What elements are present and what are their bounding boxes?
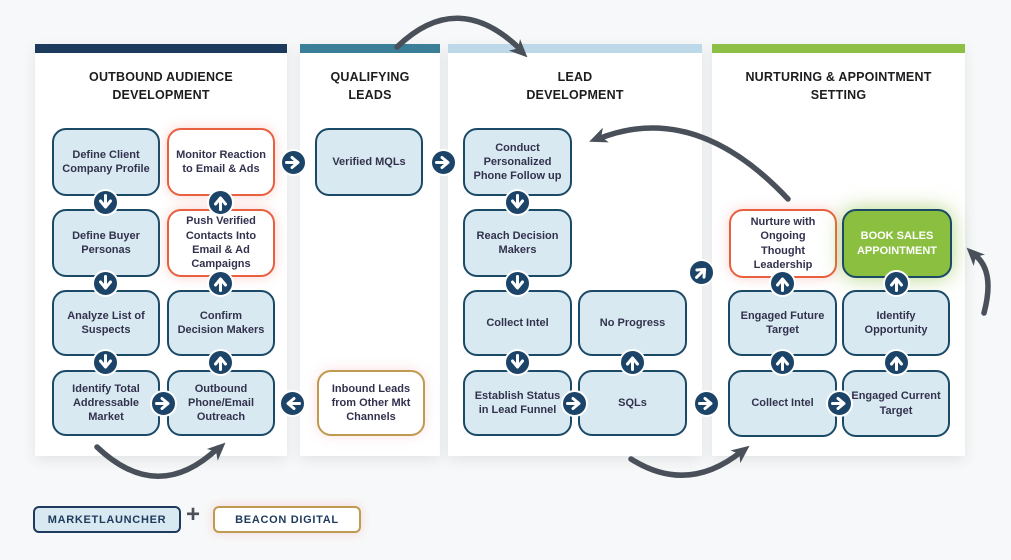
header-bar-lead-development	[448, 44, 702, 53]
right-arrow-icon	[826, 390, 853, 417]
box-identify-opportunity: Identify Opportunity	[842, 290, 950, 356]
column-title-qualifying: QUALIFYING LEADS	[330, 70, 410, 102]
column-title-nurturing: NURTURING & APPOINTMENT SETTING	[745, 70, 932, 102]
up-arrow-icon	[769, 349, 796, 376]
box-reach-decision-makers: Reach Decision Makers	[463, 209, 572, 277]
plus-sign: +	[186, 501, 201, 528]
up-right-arrow-icon	[688, 259, 715, 286]
down-arrow-icon	[92, 349, 119, 376]
box-monitor-reaction-email-ads: Monitor Reaction to Email & Ads	[167, 128, 275, 196]
box-conduct-personalized-phone-follow-up: Conduct Personalized Phone Follow up	[463, 128, 572, 196]
down-arrow-icon	[504, 189, 531, 216]
down-arrow-icon	[92, 189, 119, 216]
beacon-digital-logo: BEACON DIGITAL	[213, 506, 361, 533]
right-arrow-icon	[430, 149, 457, 176]
header-bar-outbound	[35, 44, 287, 53]
down-arrow-icon	[504, 270, 531, 297]
column-title-outbound: OUTBOUND AUDIENCE DEVELOPMENT	[89, 70, 233, 102]
marketlauncher-logo: MARKETLAUNCHER	[33, 506, 181, 533]
box-engaged-future-target: Engaged Future Target	[728, 290, 837, 356]
box-nurture-ongoing-thought-leadership: Nurture with Ongoing Thought Leadership	[729, 209, 837, 278]
left-arrow-icon	[279, 390, 306, 417]
up-arrow-icon	[207, 349, 234, 376]
column-title-lead-development: LEAD DEVELOPMENT	[526, 70, 624, 102]
header-bar-qualifying	[300, 44, 440, 53]
right-arrow-icon	[693, 390, 720, 417]
box-engaged-current-target: Engaged Current Target	[842, 370, 950, 437]
arc-engaged-target-to-book-appointment	[969, 250, 991, 316]
box-outbound-phone-email-outreach: Outbound Phone/Email Outreach	[167, 370, 275, 436]
down-arrow-icon	[92, 270, 119, 297]
box-sqls: SQLs	[578, 370, 687, 436]
box-define-client-company-profile: Define Client Company Profile	[52, 128, 160, 196]
up-arrow-icon	[207, 270, 234, 297]
down-arrow-icon	[504, 349, 531, 376]
box-establish-status-lead-funnel: Establish Status in Lead Funnel	[463, 370, 572, 436]
right-arrow-icon	[561, 390, 588, 417]
box-define-buyer-personas: Define Buyer Personas	[52, 209, 160, 277]
box-push-verified-contacts: Push Verified Contacts Into Email & Ad C…	[167, 209, 275, 277]
box-collect-intel-nurturing: Collect Intel	[728, 370, 837, 437]
box-inbound-leads-other-channels: Inbound Leads from Other Mkt Channels	[317, 370, 425, 436]
header-bar-nurturing	[712, 44, 965, 53]
box-collect-intel-lead-dev: Collect Intel	[463, 290, 572, 356]
up-arrow-icon	[207, 189, 234, 216]
up-arrow-icon	[619, 349, 646, 376]
box-no-progress: No Progress	[578, 290, 687, 356]
right-arrow-icon	[150, 390, 177, 417]
right-arrow-icon	[280, 149, 307, 176]
up-arrow-icon	[769, 270, 796, 297]
box-confirm-decision-makers: Confirm Decision Makers	[167, 290, 275, 356]
box-book-sales-appointment: BOOK SALES APPOINTMENT	[842, 209, 952, 278]
up-arrow-icon	[883, 270, 910, 297]
box-identify-total-addressable-market: Identify Total Addressable Market	[52, 370, 160, 436]
box-verified-mqls: Verified MQLs	[315, 128, 423, 196]
up-arrow-icon	[883, 349, 910, 376]
box-analyze-list-of-suspects: Analyze List of Suspects	[52, 290, 160, 356]
